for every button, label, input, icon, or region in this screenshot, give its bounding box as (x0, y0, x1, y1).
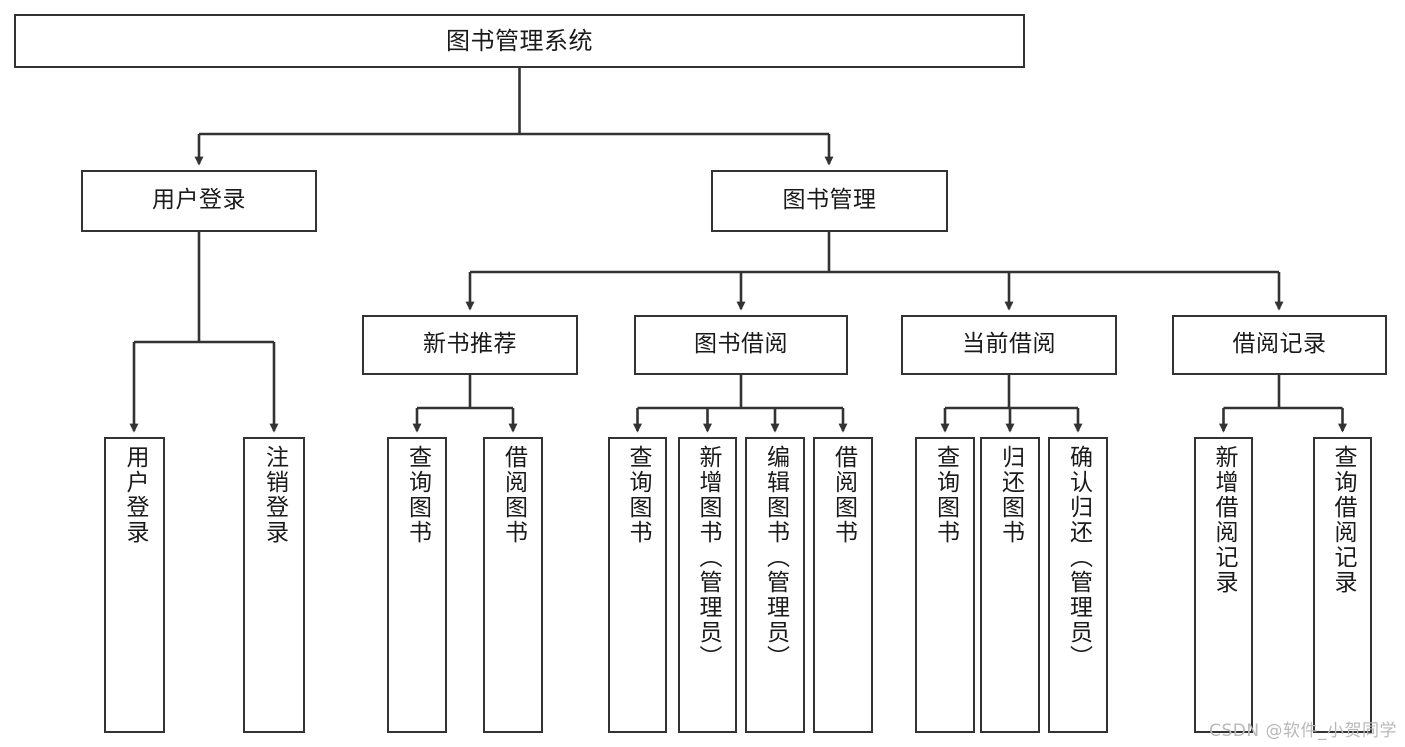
node-leaf-add-book-label: 新增图书（管理员） (695, 445, 721, 670)
node-new-book-recommend[interactable]: 新书推荐 (362, 315, 578, 375)
node-user-login-label: 用户登录 (152, 187, 246, 214)
node-leaf-edit-book-label: 编辑图书（管理员） (762, 445, 789, 670)
node-leaf-query-book-1-label: 查询图书 (404, 445, 431, 545)
node-book-manage[interactable]: 图书管理 (711, 170, 948, 232)
node-book-manage-label: 图书管理 (782, 187, 877, 214)
node-leaf-borrow-book-1[interactable]: 借阅图书 (483, 437, 543, 733)
node-leaf-add-book[interactable]: 新增图书（管理员） (678, 437, 737, 733)
node-borrow-record[interactable]: 借阅记录 (1172, 315, 1387, 375)
node-borrow-record-label: 借阅记录 (1232, 331, 1327, 358)
node-leaf-logout-login[interactable]: 注销登录 (243, 437, 305, 733)
node-leaf-query-book-2-label: 查询图书 (625, 445, 651, 545)
csdn-watermark: CSDN @软件_小贺同学 (1209, 721, 1397, 741)
node-book-borrow-label: 图书借阅 (694, 331, 788, 358)
node-leaf-edit-book[interactable]: 编辑图书（管理员） (745, 437, 805, 733)
node-current-borrow-label: 当前借阅 (962, 331, 1056, 358)
node-leaf-confirm-return-label: 确认归还（管理员） (1065, 445, 1092, 670)
node-new-book-recommend-label: 新书推荐 (423, 331, 517, 358)
node-leaf-query-book-3-label: 查询图书 (932, 445, 959, 545)
node-leaf-user-login[interactable]: 用户登录 (104, 437, 165, 733)
node-leaf-borrow-book-2[interactable]: 借阅图书 (813, 437, 873, 733)
node-user-login[interactable]: 用户登录 (81, 170, 317, 232)
node-current-borrow[interactable]: 当前借阅 (901, 315, 1117, 375)
node-leaf-borrow-book-1-label: 借阅图书 (500, 445, 527, 545)
node-leaf-borrow-book-2-label: 借阅图书 (830, 445, 857, 545)
node-leaf-query-book-2[interactable]: 查询图书 (608, 437, 667, 733)
node-root[interactable]: 图书管理系统 (14, 14, 1025, 68)
node-leaf-add-record[interactable]: 新增借阅记录 (1194, 437, 1253, 733)
node-leaf-query-book-3[interactable]: 查询图书 (915, 437, 975, 733)
node-leaf-return-book-label: 归还图书 (997, 445, 1024, 545)
node-leaf-query-book-1[interactable]: 查询图书 (387, 437, 447, 733)
node-leaf-add-record-label: 新增借阅记录 (1211, 445, 1237, 595)
node-leaf-confirm-return[interactable]: 确认归还（管理员） (1048, 437, 1108, 733)
node-leaf-logout-login-label: 注销登录 (261, 445, 288, 545)
node-leaf-user-login-label: 用户登录 (122, 445, 148, 545)
node-book-borrow[interactable]: 图书借阅 (634, 315, 848, 375)
node-leaf-query-record-label: 查询借阅记录 (1330, 445, 1356, 595)
node-leaf-return-book[interactable]: 归还图书 (980, 437, 1040, 733)
node-root-label: 图书管理系统 (446, 26, 593, 55)
node-leaf-query-record[interactable]: 查询借阅记录 (1313, 437, 1372, 733)
